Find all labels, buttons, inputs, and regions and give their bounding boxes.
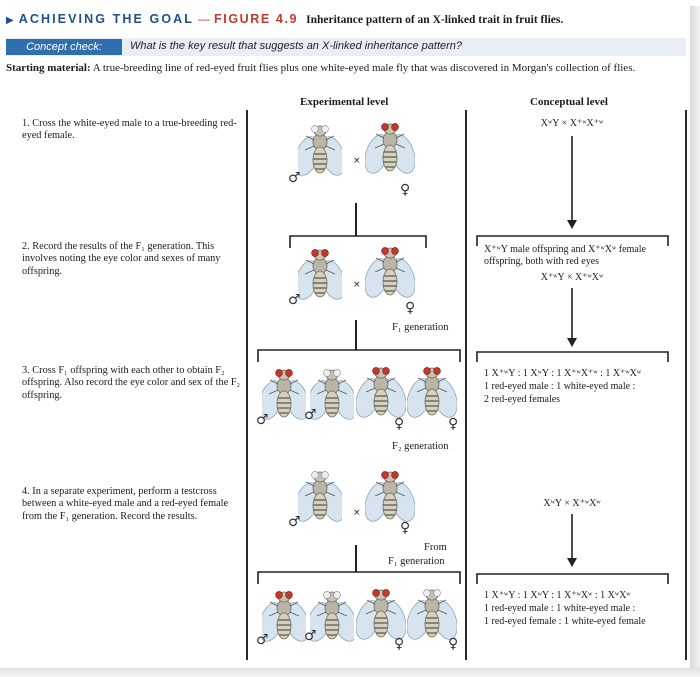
white-eyed-male-fly [310, 591, 354, 646]
f1-generation-label: F₁ generation [392, 322, 449, 333]
red-eyed-male-fly [262, 369, 306, 424]
red-eyed-male-fly [262, 591, 306, 646]
concept-check-question: What is the key result that suggests an … [130, 40, 463, 52]
conceptual-result-2-line-1: 1 X⁺ʷY : 1 XʷY : 1 X⁺ʷX⁺ʷ : 1 X⁺ʷXʷ [484, 368, 642, 379]
white-eyed-male-fly [310, 369, 354, 424]
starting-material: Starting material: A true-breeding line … [6, 62, 690, 75]
white-eyed-male-fly [298, 125, 342, 180]
step-2: 2. Record the results of the F₁ generati… [22, 241, 221, 277]
conceptual-result-2-line-2: 1 red-eyed male : 1 white-eyed male : [484, 381, 636, 392]
conceptual-cross-1: XʷY × X⁺ʷX⁺ʷ [540, 118, 604, 129]
figure-caption: Inheritance pattern of an X-linked trait… [306, 14, 564, 26]
red-eyed-male-fly [298, 249, 342, 304]
female-symbol: ♀ [405, 300, 416, 316]
step-3: 3. Cross F₁ offspring with each other to… [22, 365, 241, 401]
divider-left [246, 110, 248, 660]
conceptual-result-2-line-3: 2 red-eyed females [484, 394, 561, 405]
female-symbol: ♀ [448, 636, 459, 652]
starting-text: A true-breeding line of red-eyed fruit f… [92, 62, 636, 74]
male-symbol: ♂ [288, 514, 301, 530]
header-dash: — [198, 12, 211, 26]
page-shadow-right [690, 6, 700, 677]
male-symbol: ♂ [256, 632, 269, 648]
conceptual-result-3-line-1: 1 X⁺ʷY : 1 XʷY : 1 X⁺ʷXʷ : 1 XʷXʷ [484, 590, 631, 601]
figure-header: ▶ ACHIEVING THE GOAL—FIGURE 4.9 Inheritanc… [6, 10, 686, 30]
female-symbol: ♀ [394, 416, 405, 432]
concept-check-badge: Concept check: [6, 39, 122, 55]
male-symbol: ♂ [256, 412, 269, 428]
from-f1-label: F₁ generation [388, 556, 445, 567]
conceptual-level-heading: Conceptual level [530, 96, 608, 108]
male-symbol: ♂ [304, 407, 317, 423]
triangle-icon: ▶ [6, 15, 14, 26]
divider-middle [465, 110, 467, 660]
concept-check-bar: Concept check: What is the key result th… [6, 38, 686, 56]
female-symbol: ♀ [400, 520, 411, 536]
conceptual-result-1-line-1: X⁺ʷY male offspring and X⁺ʷXʷ female [484, 244, 646, 255]
female-symbol: ♀ [400, 182, 411, 198]
conceptual-cross-3: XʷY × X⁺ʷXʷ [543, 498, 601, 509]
white-eyed-male-fly [298, 471, 342, 526]
page: ▶ ACHIEVING THE GOAL—FIGURE 4.9 Inheritanc… [6, 10, 690, 660]
conceptual-result-3-line-2: 1 red-eyed male : 1 white-eyed male : [484, 603, 636, 614]
red-eyed-female-fly [365, 247, 415, 302]
section-title: ACHIEVING THE GOAL [18, 12, 195, 26]
starting-label: Starting material: [6, 62, 91, 74]
male-symbol: ♂ [304, 628, 317, 644]
female-symbol: ♀ [394, 636, 405, 652]
f2-generation-label: F₂ generation [392, 441, 449, 452]
page-shadow-bottom [0, 668, 700, 677]
divider-right [685, 110, 687, 660]
male-symbol: ♂ [288, 292, 301, 308]
from-label: From [424, 542, 447, 553]
figure-number: FIGURE 4.9 [214, 12, 299, 26]
female-symbol: ♀ [448, 416, 459, 432]
step-4: 4. In a separate experiment, perform a t… [22, 486, 229, 522]
male-symbol: ♂ [288, 170, 301, 186]
step-1: 1. Cross the white-eyed male to a true-b… [22, 118, 237, 142]
experimental-level-heading: Experimental level [300, 96, 389, 108]
conceptual-cross-2: X⁺ʷY × X⁺ʷXʷ [540, 272, 604, 283]
red-eyed-female-fly [365, 123, 415, 178]
conceptual-result-1-line-2: offspring, both with red eyes [484, 256, 600, 267]
cross-sign: × [353, 508, 361, 518]
cross-sign: × [353, 280, 361, 290]
cross-sign: × [353, 156, 361, 166]
conceptual-result-3-line-3: 1 red-eyed female : 1 white-eyed female [484, 616, 646, 627]
